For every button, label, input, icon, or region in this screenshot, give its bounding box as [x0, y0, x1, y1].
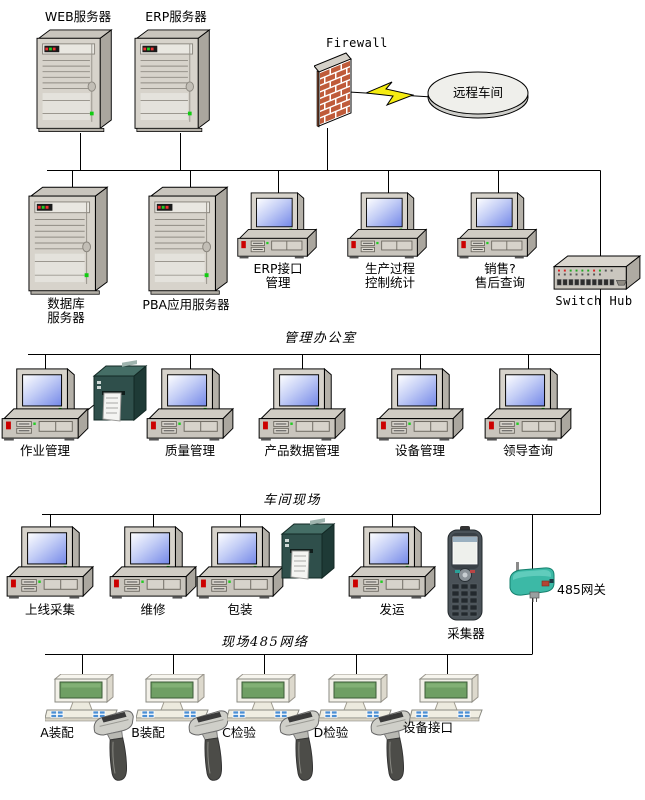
- desktop-computer-icon: [346, 190, 428, 260]
- desktop-computer-icon: [257, 366, 347, 442]
- erp-server-node: [134, 29, 214, 133]
- device-interface-label: 设备接口: [402, 720, 453, 735]
- db-server-label: 数据库 服务器: [47, 296, 85, 325]
- quality-mgmt-label: 质量管理: [164, 443, 215, 458]
- quality-mgmt-node: [145, 366, 235, 442]
- desktop-computer-icon: [456, 190, 538, 260]
- repair-node: [108, 524, 198, 600]
- erp-server-label: ERP服务器: [145, 9, 207, 24]
- scanner-a-node: [90, 710, 140, 785]
- station-b-label: B装配: [131, 725, 165, 740]
- pba-server-node: [148, 186, 232, 296]
- handheld-terminal-icon: [440, 526, 490, 624]
- cloud-icon: [427, 71, 529, 119]
- zone-workshop-floor: 车间现场: [263, 493, 322, 508]
- online-collect-node: [5, 524, 95, 600]
- lcd-terminal-icon: [410, 674, 484, 724]
- tower-server-icon: [148, 186, 232, 296]
- device-interface-node: [410, 674, 484, 724]
- rs485-gateway-icon: [504, 562, 560, 602]
- production-stats-node: [346, 190, 428, 260]
- label-printer-floor-node: [280, 516, 342, 586]
- collector-label: 采集器: [447, 626, 485, 641]
- online-collect-label: 上线采集: [24, 602, 75, 617]
- equipment-mgmt-label: 设备管理: [394, 443, 445, 458]
- label-printer-icon: [280, 516, 342, 586]
- job-mgmt-label: 作业管理: [19, 443, 70, 458]
- shipping-node: [347, 524, 437, 600]
- desktop-computer-icon: [347, 524, 437, 600]
- shipping-label: 发运: [379, 602, 405, 617]
- desktop-computer-icon: [145, 366, 235, 442]
- desktop-computer-icon: [236, 190, 318, 260]
- leader-query-label: 领导查询: [502, 443, 553, 458]
- station-d-label: D检验: [313, 725, 349, 740]
- comm-link-node: [366, 80, 414, 106]
- repair-label: 维修: [140, 602, 166, 617]
- production-stats-label: 生产过程 控制统计: [364, 261, 415, 290]
- gateway-485-node: [504, 562, 560, 602]
- desktop-computer-icon: [0, 366, 90, 442]
- erp-interface-node: [236, 190, 318, 260]
- lightning-bolt-icon: [366, 80, 414, 106]
- packaging-node: [195, 524, 285, 600]
- firewall-icon: [314, 48, 360, 132]
- product-data-mgmt-label: 产品数据管理: [264, 443, 340, 458]
- firewall-node: [314, 48, 360, 132]
- zone-field-485-network: 现场485网络: [221, 635, 309, 650]
- switch-hub-node: [552, 254, 642, 293]
- desktop-computer-icon: [108, 524, 198, 600]
- leader-query-node: [483, 366, 573, 442]
- gateway-485-label: 485网关: [557, 582, 606, 597]
- packaging-label: 包装: [227, 602, 253, 617]
- tower-server-icon: [36, 29, 116, 133]
- desktop-computer-icon: [375, 366, 465, 442]
- desktop-computer-icon: [483, 366, 573, 442]
- pba-server-label: PBA应用服务器: [142, 297, 230, 312]
- sales-query-label: 销售? 售后查询: [474, 261, 525, 290]
- job-mgmt-node: [0, 366, 90, 442]
- web-server-label: WEB服务器: [44, 9, 112, 24]
- desktop-computer-icon: [195, 524, 285, 600]
- erp-interface-label: ERP接口 管理: [253, 261, 303, 290]
- switch-hub-label: Switch Hub: [555, 294, 633, 308]
- tower-server-icon: [134, 29, 214, 133]
- firewall-label: Firewall: [326, 36, 388, 50]
- web-server-node: [36, 29, 116, 133]
- product-data-mgmt-node: [257, 366, 347, 442]
- barcode-scanner-icon: [90, 710, 140, 785]
- sales-query-node: [456, 190, 538, 260]
- station-c-label: C检验: [222, 725, 256, 740]
- equipment-mgmt-node: [375, 366, 465, 442]
- desktop-computer-icon: [5, 524, 95, 600]
- zone-management-office: 管理办公室: [284, 331, 357, 346]
- db-server-node: [28, 186, 112, 296]
- collector-node: [440, 526, 490, 624]
- tower-server-icon: [28, 186, 112, 296]
- switch-hub-icon: [552, 254, 642, 293]
- remote-workshop-label: 远程车间: [452, 85, 503, 100]
- station-a-label: A装配: [40, 725, 74, 740]
- remote-workshop-node: [426, 68, 530, 120]
